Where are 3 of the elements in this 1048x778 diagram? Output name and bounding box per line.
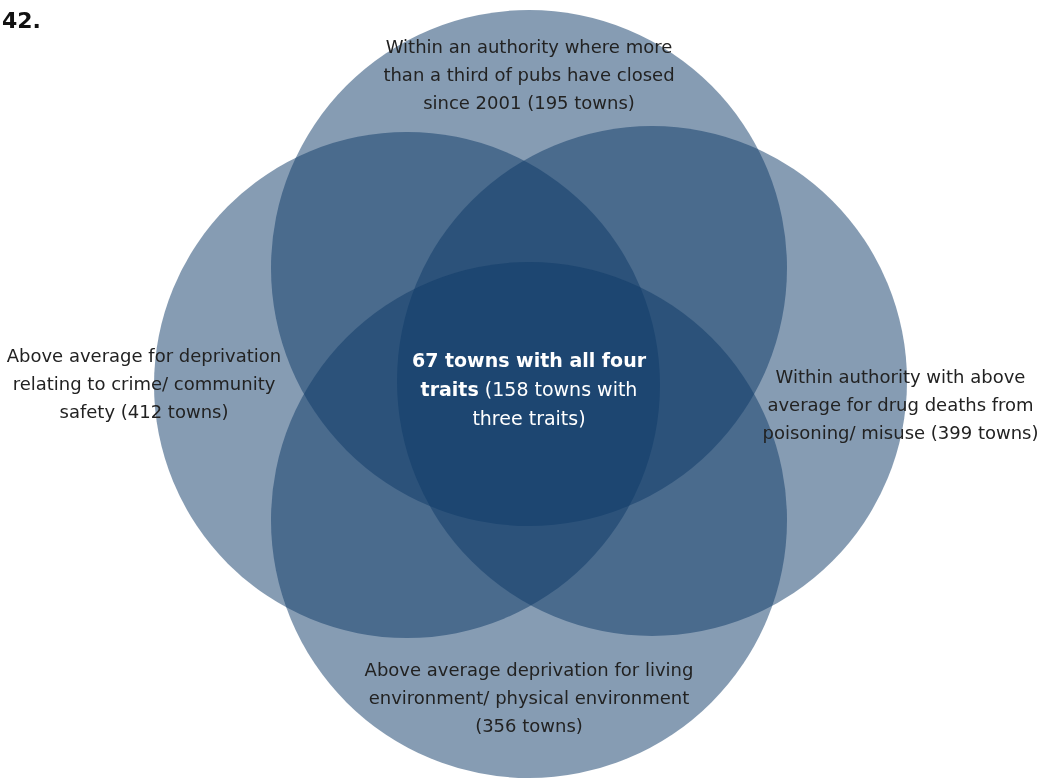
figure-number: 42. xyxy=(2,8,42,33)
set-label: Above average deprivation for living environment/ physical environment (356 towns) xyxy=(363,658,695,738)
intersection-label: 67 towns with all four traits (158 towns with three traits) xyxy=(410,348,648,431)
